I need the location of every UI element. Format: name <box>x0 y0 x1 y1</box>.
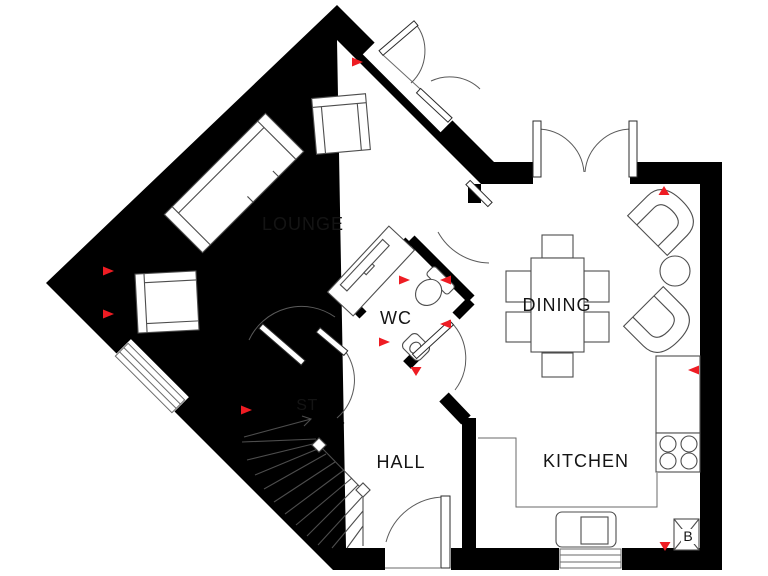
direction-marker <box>410 367 422 376</box>
armchair-left <box>134 270 200 334</box>
exterior-walls <box>46 5 722 570</box>
kitchen-floor-boundary <box>478 437 658 508</box>
direction-marker <box>399 275 410 285</box>
direction-marker <box>379 337 390 347</box>
side-table <box>659 255 691 287</box>
dining-chair <box>541 234 574 259</box>
room-label-st: ST <box>296 397 317 414</box>
markers-layer <box>103 57 699 551</box>
lounge-french-doors <box>378 20 481 123</box>
boiler: B <box>673 518 700 551</box>
dining-chair <box>505 311 532 343</box>
kitchen-window <box>559 548 622 569</box>
room-label-dining: DINING <box>523 295 592 315</box>
tv-unit <box>326 225 416 317</box>
direction-marker <box>440 275 451 285</box>
room-label-hall: HALL <box>376 452 425 472</box>
sofa <box>163 112 305 254</box>
dining-chair <box>583 311 610 343</box>
direction-marker <box>352 57 363 67</box>
stairs-direction-arrow <box>243 418 312 438</box>
room-labels: LOUNGE DINING WC ST HALL KITCHEN <box>262 214 629 472</box>
dining-door <box>437 179 493 264</box>
dining-table <box>530 257 585 353</box>
direction-marker <box>658 186 670 195</box>
tub-chair-bottom <box>622 285 690 353</box>
worktop <box>655 355 701 434</box>
front-door <box>385 495 451 569</box>
kitchen-units: B <box>478 355 701 551</box>
hob <box>655 432 701 473</box>
direction-marker <box>103 309 114 319</box>
lounge-door <box>248 305 355 419</box>
tub-chair-top <box>626 189 694 257</box>
direction-marker <box>241 405 252 415</box>
toilet <box>414 266 455 307</box>
boiler-label: B <box>683 528 692 544</box>
dining-table-set <box>505 234 610 378</box>
room-label-wc: WC <box>380 308 412 328</box>
armchair-top <box>311 93 371 155</box>
direction-marker <box>440 319 451 329</box>
wc-door <box>411 319 467 391</box>
room-label-lounge: LOUNGE <box>262 214 344 234</box>
direction-marker <box>688 365 699 375</box>
room-label-kitchen: KITCHEN <box>543 451 629 471</box>
direction-marker <box>659 542 671 551</box>
lounge-window <box>114 342 186 414</box>
direction-marker <box>103 266 114 276</box>
staircase <box>241 415 371 549</box>
interior-walls <box>324 184 481 548</box>
dining-chair <box>541 352 574 378</box>
dining-french-doors <box>532 120 638 178</box>
sink-unit <box>555 511 617 548</box>
doors <box>248 20 638 569</box>
